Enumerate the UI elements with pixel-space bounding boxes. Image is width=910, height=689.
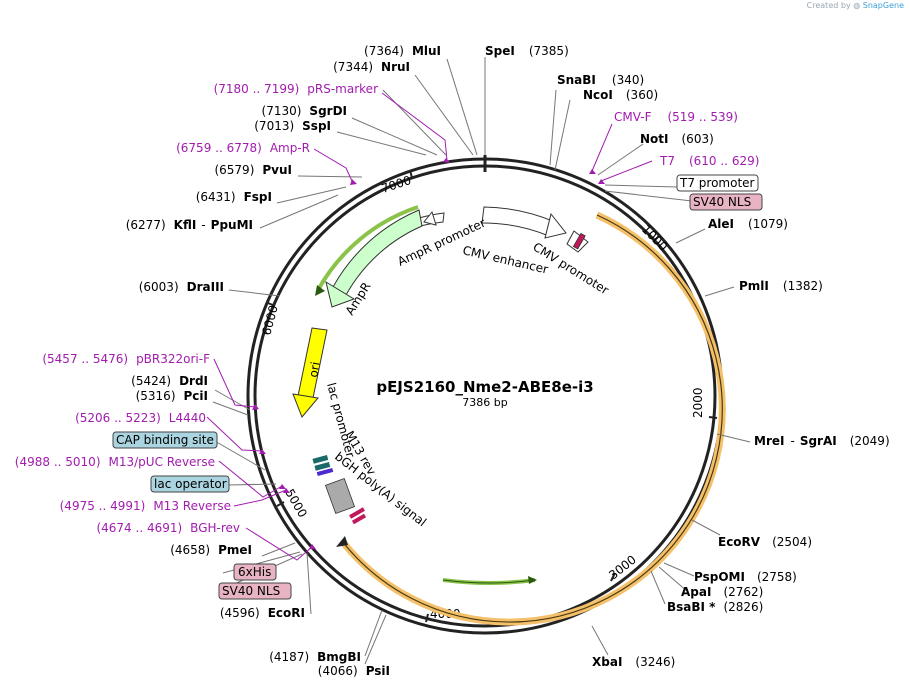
tick-6000: 6000	[259, 304, 280, 337]
leader-lines	[212, 57, 751, 665]
enzyme-pcii: (5316)PciI	[136, 389, 208, 403]
enzyme-noti: NotI(603)	[640, 132, 714, 146]
primer-m13-reverse: (4975 .. 4991)M13 Reverse	[60, 499, 231, 513]
enzyme-ecorv: EcoRV(2504)	[718, 535, 812, 549]
credit-prefix: Created by	[806, 1, 851, 10]
enzyme-nrui: (7344)NruI	[333, 60, 410, 74]
boxed-labels: T7 promoter SV40 NLS CAP binding site la…	[112, 174, 763, 600]
snapgene-logo-icon: ◍	[853, 1, 861, 10]
label-ori: ori	[306, 361, 322, 379]
credit-brand: SnapGene	[862, 1, 904, 10]
enzyme-snabi: SnaBI(340)	[557, 73, 644, 87]
primer-amp-r: (6759 .. 6778)Amp-R	[176, 141, 310, 155]
enzyme-bmgbi: (4187)BmgBI	[269, 650, 361, 664]
enzyme-drdi: (5424)DrdI	[131, 374, 208, 388]
green-segment	[442, 576, 537, 585]
right-enzymes: SpeI(7385) SnaBI(340) NcoI(360) NotI(603…	[485, 44, 890, 669]
box-sv40-nls-bottom: SV40 NLS	[222, 584, 280, 598]
enzyme-draiii: (6003)DraIII	[139, 280, 224, 294]
primer-cmv-f: CMV-F(519 .. 539)	[614, 110, 738, 124]
enzyme-pmei: (4658)PmeI	[170, 543, 252, 557]
primer-m13-puc-reverse: (4988 .. 5010)M13/pUC Reverse	[15, 455, 215, 469]
primer-labels: (7180 .. 7199)pRS-marker (6759 .. 6778)A…	[15, 82, 760, 535]
primer-leaders	[206, 92, 653, 561]
t7-feature	[572, 232, 586, 250]
tick-2000: 2000	[691, 387, 705, 418]
enzyme-ncoi: NcoI(360)	[583, 88, 658, 102]
left-enzymes: (7364)MluI (7344)NruI (7130)SgrDI (7013)…	[126, 44, 441, 678]
enzyme-ecori: (4596)EcoRI	[220, 606, 305, 620]
snapgene-credit: Created by ◍ SnapGene	[807, 1, 904, 10]
tick-7000: 7000	[380, 173, 413, 196]
primer-bgh-rev: (4674 .. 4691)BGH-rev	[96, 521, 240, 535]
enzyme-bsabi: BsaBI *(2826)	[667, 600, 763, 614]
enzyme-psii: (4066)PsiI	[318, 664, 390, 678]
primer-prs-marker: (7180 .. 7199)pRS-marker	[214, 82, 378, 96]
box-cap-binding-site: CAP binding site	[116, 433, 214, 447]
ampr-arrow	[315, 205, 423, 308]
box-sv40-nls-top: SV40 NLS	[693, 195, 751, 209]
enzyme-apai: ApaI(2762)	[681, 585, 763, 599]
enzyme-sgrdi: (7130)SgrDI	[262, 104, 347, 118]
enzyme-pvui: (6579)PvuI	[214, 163, 292, 177]
plasmid-length: 7386 bp	[462, 396, 507, 409]
enzyme-pspomi: PspOMI(2758)	[694, 570, 797, 584]
primer-pbr322ori-f: (5457 .. 5476)pBR322ori-F	[42, 352, 210, 366]
enzyme-mrei-sgrai: MreI-SgrAI(2049)	[754, 434, 890, 448]
ampr-promoter-arrow	[418, 210, 445, 227]
lac-cluster	[312, 455, 367, 525]
enzyme-pmli: PmlI(1382)	[739, 279, 823, 293]
enzyme-xbai: XbaI(3246)	[592, 655, 675, 669]
enzyme-kfli-ppumi: (6277)KflI-PpuMI	[126, 218, 253, 232]
enzyme-sspi: (7013)SspI	[254, 119, 331, 133]
box-t7-promoter: T7 promoter	[679, 176, 755, 190]
primer-l4440: (5206 .. 5223)L4440	[75, 411, 206, 425]
nme2-abe8e-orf-arc	[336, 211, 726, 626]
box-6xhis: 6xHis	[238, 565, 271, 579]
enzyme-fspi: (6431)FspI	[196, 190, 272, 204]
ori-arrow	[292, 327, 328, 418]
tick-marks	[267, 169, 718, 623]
enzyme-spei: SpeI(7385)	[485, 44, 569, 58]
box-lac-operator: lac operator	[154, 477, 227, 491]
primer-t7: T7(610 .. 629)	[659, 154, 759, 168]
enzyme-mlui: (7364)MluI	[364, 44, 441, 58]
enzyme-alei: AleI(1079)	[708, 217, 788, 231]
primer-arrows	[252, 158, 605, 549]
plasmid-title: pEJS2160_Nme2-ABE8e-i3	[376, 378, 593, 396]
